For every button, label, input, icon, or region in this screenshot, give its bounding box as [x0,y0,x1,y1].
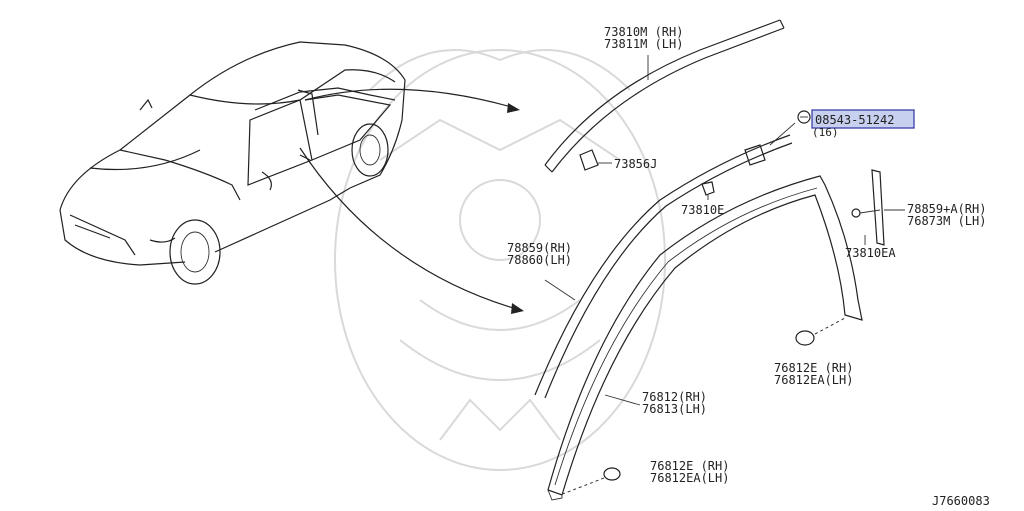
arrow-head-bottom [511,303,524,314]
label-screw-qty: (16) [812,126,839,139]
car-illustration [59,41,406,285]
callout-arrows [299,88,524,314]
label-fastener-mid-lh: 76812EA(LH) [774,373,853,387]
screw-icon [744,110,811,166]
label-molding-rear-rh: 78859+A(RH) [907,202,986,216]
label-clip-73810ea: 73810EA [845,246,896,260]
label-drip-lh: 78860(LH) [507,253,572,267]
clip-73810e [701,181,715,200]
fastener-bottom-icon [559,467,621,496]
fastener-mid-icon [795,317,846,346]
rear-molding-part [851,169,885,246]
label-clip-73856j: 73856J [614,157,657,171]
arrow-head-top [507,103,520,113]
highlight-part-number [811,109,915,129]
label-fastener-mid-rh: 76812E (RH) [774,361,853,375]
watermark-emblem [334,49,666,471]
pillar-molding-part [547,175,863,501]
drip-molding-part [534,134,793,399]
label-clip-73810e: 73810E [681,203,724,217]
leader-lines [544,209,905,406]
label-pillar-lh: 76813(LH) [642,402,707,416]
label-molding-rear-lh: 76873M (LH) [907,214,986,228]
label-roof-molding-lh: 73811M (LH) [604,37,683,51]
label-fastener-bot-rh: 76812E (RH) [650,459,729,473]
label-drip-rh: 78859(RH) [507,241,572,255]
roof-molding-part [544,19,785,173]
clip-73856j [579,149,612,171]
label-fastener-bot-lh: 76812EA(LH) [650,471,729,485]
label-pillar-rh: 76812(RH) [642,390,707,404]
label-roof-molding-rh: 73810M (RH) [604,25,683,39]
diagram-code: J7660083 [932,494,990,508]
label-screw-part: 08543-51242 [815,113,894,127]
